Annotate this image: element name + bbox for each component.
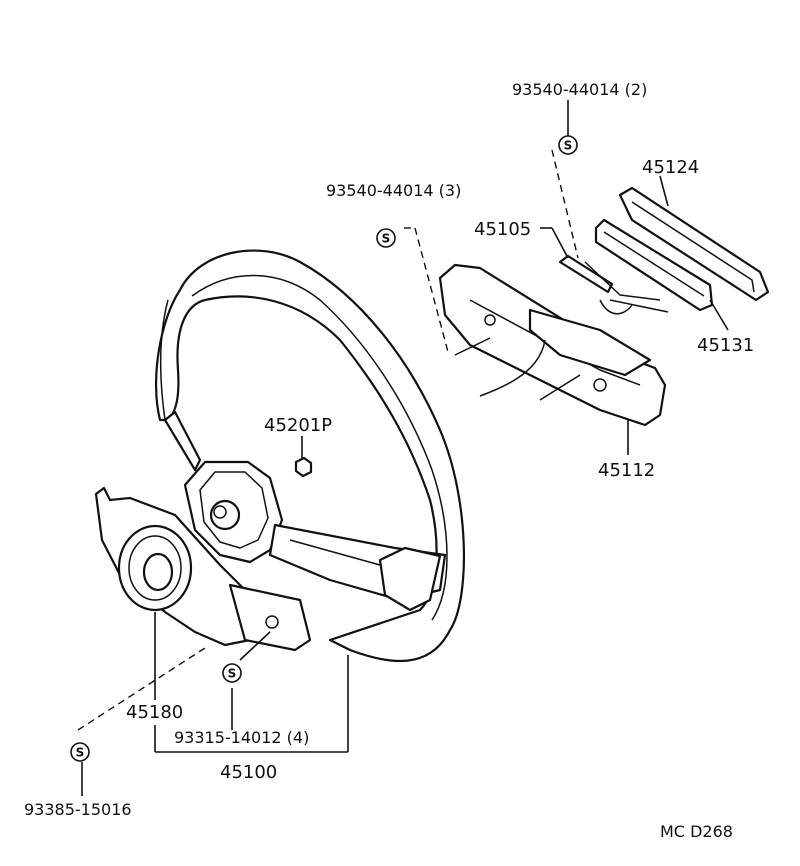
svg-text:S: S (76, 746, 85, 760)
standard-part-symbol-1: S (558, 135, 578, 155)
horn-contact-45105 (558, 254, 669, 315)
svg-text:S: S (228, 667, 237, 681)
hub-nut-45201P (294, 436, 313, 478)
label-45105: 45105 (474, 219, 531, 240)
label-45124: 45124 (642, 157, 699, 178)
steering-wheel-rim (154, 249, 466, 663)
standard-part-symbol-3: S (222, 663, 242, 683)
horn-pad-45112 (438, 263, 667, 427)
leader-lines (77, 100, 729, 796)
label-45131: 45131 (697, 335, 754, 356)
label-93385-15016: 93385-15016 (24, 800, 132, 819)
label-93540-44014-2: 93540-44014 (2) (512, 80, 647, 99)
emblem-plate-45124 (618, 186, 770, 302)
label-45180: 45180 (126, 702, 183, 723)
lower-cover-45180 (94, 486, 312, 652)
standard-part-symbol-2: S (376, 228, 396, 248)
insert-45131 (594, 218, 714, 312)
label-93315-14012-4: 93315-14012 (4) (174, 728, 309, 747)
label-45100: 45100 (220, 762, 277, 783)
svg-text:S: S (382, 232, 391, 246)
steering-wheel-hub (163, 410, 447, 612)
svg-text:S: S (564, 139, 573, 153)
label-45112: 45112 (598, 460, 655, 481)
label-93540-44014-3: 93540-44014 (3) (326, 181, 461, 200)
standard-part-symbol-4: S (70, 742, 90, 762)
diagram-code: MC D268 (660, 822, 733, 841)
label-45201P: 45201P (264, 415, 332, 436)
